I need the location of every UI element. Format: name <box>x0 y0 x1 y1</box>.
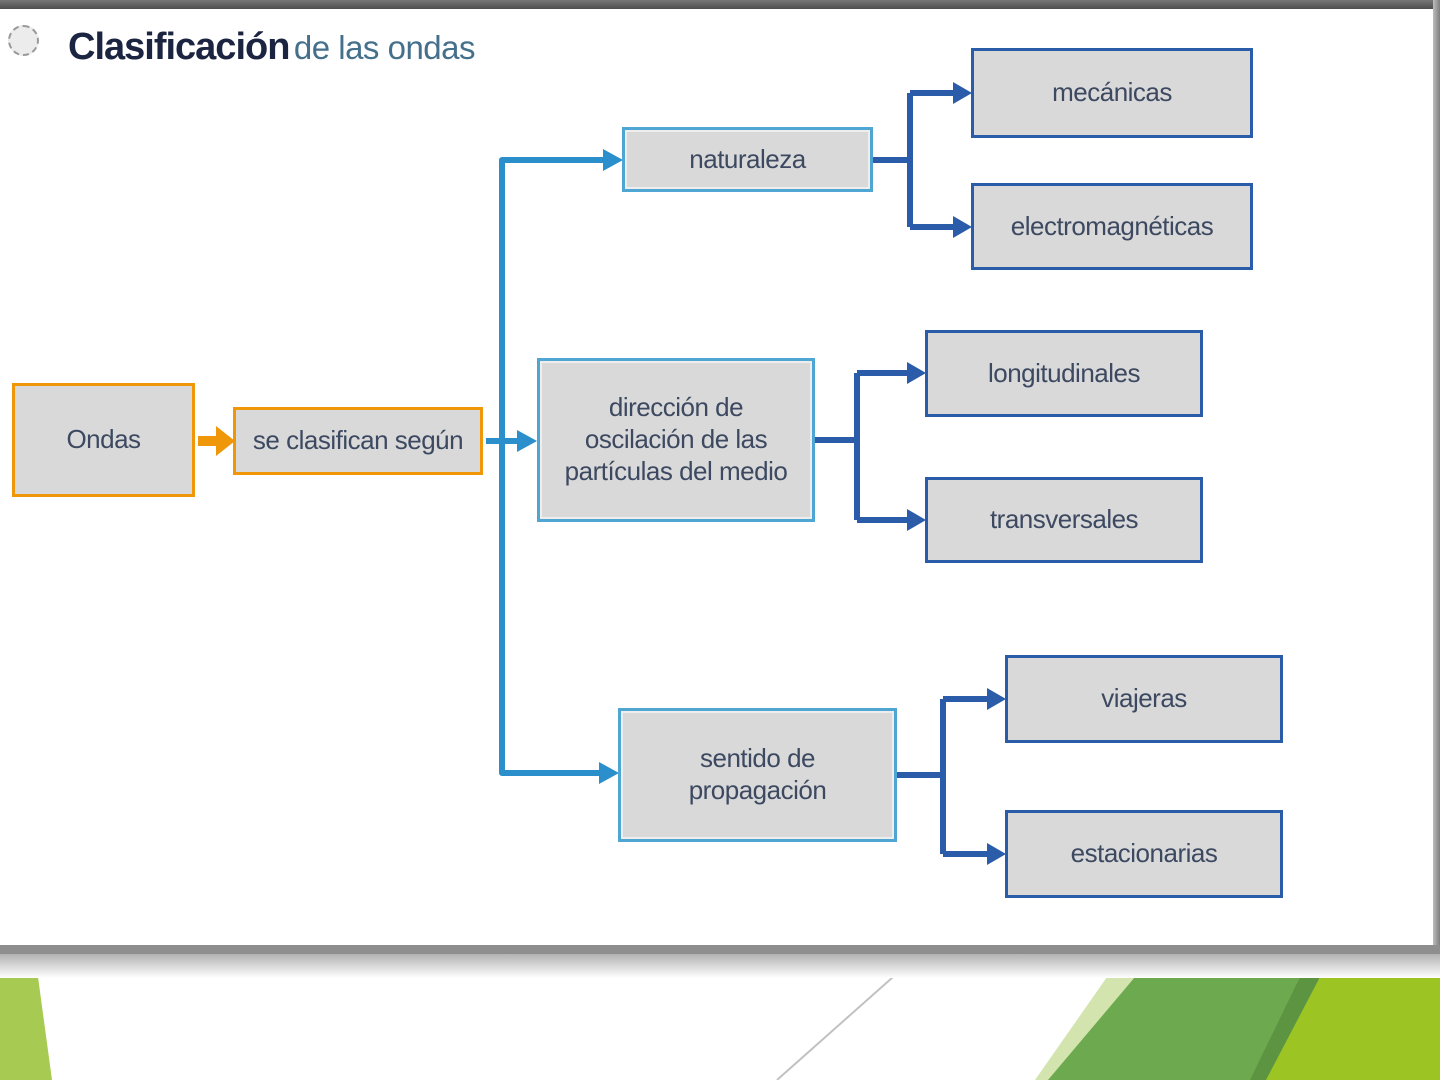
node-viajeras-label: viajeras <box>1101 683 1187 714</box>
node-naturaleza-label: naturaleza <box>689 143 806 174</box>
node-electromagneticas: electromagnéticas <box>971 183 1253 270</box>
light-blue-trunk <box>486 157 603 776</box>
orange-arrow <box>198 426 235 456</box>
branch-direccion <box>815 370 907 523</box>
light-blue-arrowheads <box>517 149 623 784</box>
dark-blue-arrowheads <box>907 82 1006 865</box>
dashed-circle-icon <box>8 25 39 56</box>
branch-naturaleza <box>873 90 953 230</box>
slide-bottom-border <box>0 945 1440 954</box>
node-mecanicas-label: mecánicas <box>1052 77 1172 108</box>
node-direccion-oscilacion: dirección de oscilación de las partícula… <box>537 358 815 522</box>
node-se-clasifican-segun: se clasifican según <box>233 407 483 475</box>
node-longitudinales: longitudinales <box>925 330 1203 417</box>
node-direccion-oscilacion-label: dirección de oscilación de las partícula… <box>564 392 788 486</box>
green-accent-left <box>0 977 52 1080</box>
node-sentido-propagacion: sentido de propagación <box>618 708 897 842</box>
green-accent-dark-wedge <box>1250 977 1320 1080</box>
node-transversales: transversales <box>925 477 1203 563</box>
node-electromagneticas-label: electromagnéticas <box>1010 210 1214 241</box>
node-se-clasifican-segun-label: se clasifican según <box>252 425 464 456</box>
node-viajeras: viajeras <box>1005 655 1283 743</box>
node-mecanicas: mecánicas <box>971 48 1253 138</box>
node-ondas: Ondas <box>12 383 195 497</box>
node-transversales-label: transversales <box>989 504 1139 535</box>
slide-bottom-shadow <box>0 954 1440 978</box>
slide-right-border <box>1433 0 1440 953</box>
branch-sentido <box>897 696 987 857</box>
page-title: Clasificación de las ondas <box>68 26 476 69</box>
node-longitudinales-label: longitudinales <box>987 357 1141 388</box>
green-accent-middle <box>1048 977 1300 1080</box>
page-title-bold: Clasificación <box>68 26 290 68</box>
node-ondas-label: Ondas <box>66 424 141 455</box>
node-sentido-propagacion-label: sentido de propagación <box>688 743 827 805</box>
node-estacionarias: estacionarias <box>1005 810 1283 898</box>
node-estacionarias-label: estacionarias <box>1070 838 1218 869</box>
node-naturaleza: naturaleza <box>622 127 873 192</box>
green-accent-right <box>1266 977 1440 1080</box>
diagonal-line-decoration <box>776 976 894 1080</box>
slide-top-border <box>0 0 1440 9</box>
page-title-rest-text: de las ondas <box>293 29 476 66</box>
